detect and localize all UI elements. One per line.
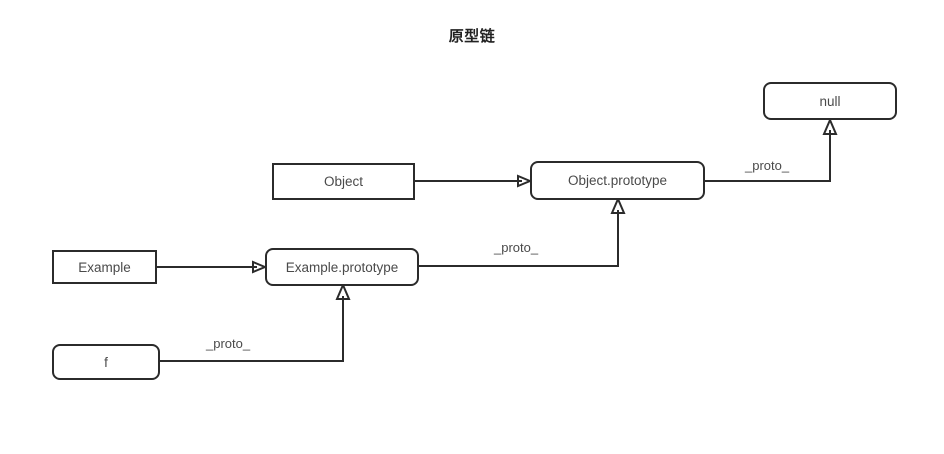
node-example-prototype: Example.prototype xyxy=(265,248,419,286)
node-label: Example xyxy=(78,259,131,275)
node-object-prototype: Object.prototype xyxy=(530,161,705,200)
edge-f-to-example-prototype xyxy=(160,296,344,362)
node-label: Example.prototype xyxy=(285,259,399,275)
node-label: null xyxy=(819,93,841,109)
edge-label-object-prototype-to-null: _proto_ xyxy=(745,158,790,173)
edge-example-prototype-to-object-prototype xyxy=(419,210,619,267)
arrowhead-icon xyxy=(335,282,351,300)
arrowhead-icon xyxy=(517,174,533,188)
node-label: f xyxy=(104,354,108,370)
node-label: Object.prototype xyxy=(567,173,668,188)
node-example: Example xyxy=(52,250,157,284)
edge-label-example-prototype-to-object-prototype: _proto_ xyxy=(494,240,539,255)
arrowhead-icon xyxy=(252,260,268,274)
arrowhead-icon xyxy=(610,196,626,214)
node-object: Object xyxy=(272,163,415,200)
node-f: f xyxy=(52,344,160,380)
node-null: null xyxy=(763,82,897,120)
edge-object-prototype-to-null xyxy=(705,130,831,182)
arrowhead-icon xyxy=(822,117,838,135)
node-label: Object xyxy=(323,174,364,189)
edge-label-f-to-example-prototype: _proto_ xyxy=(206,336,251,351)
page-title: 原型链 xyxy=(448,28,496,45)
